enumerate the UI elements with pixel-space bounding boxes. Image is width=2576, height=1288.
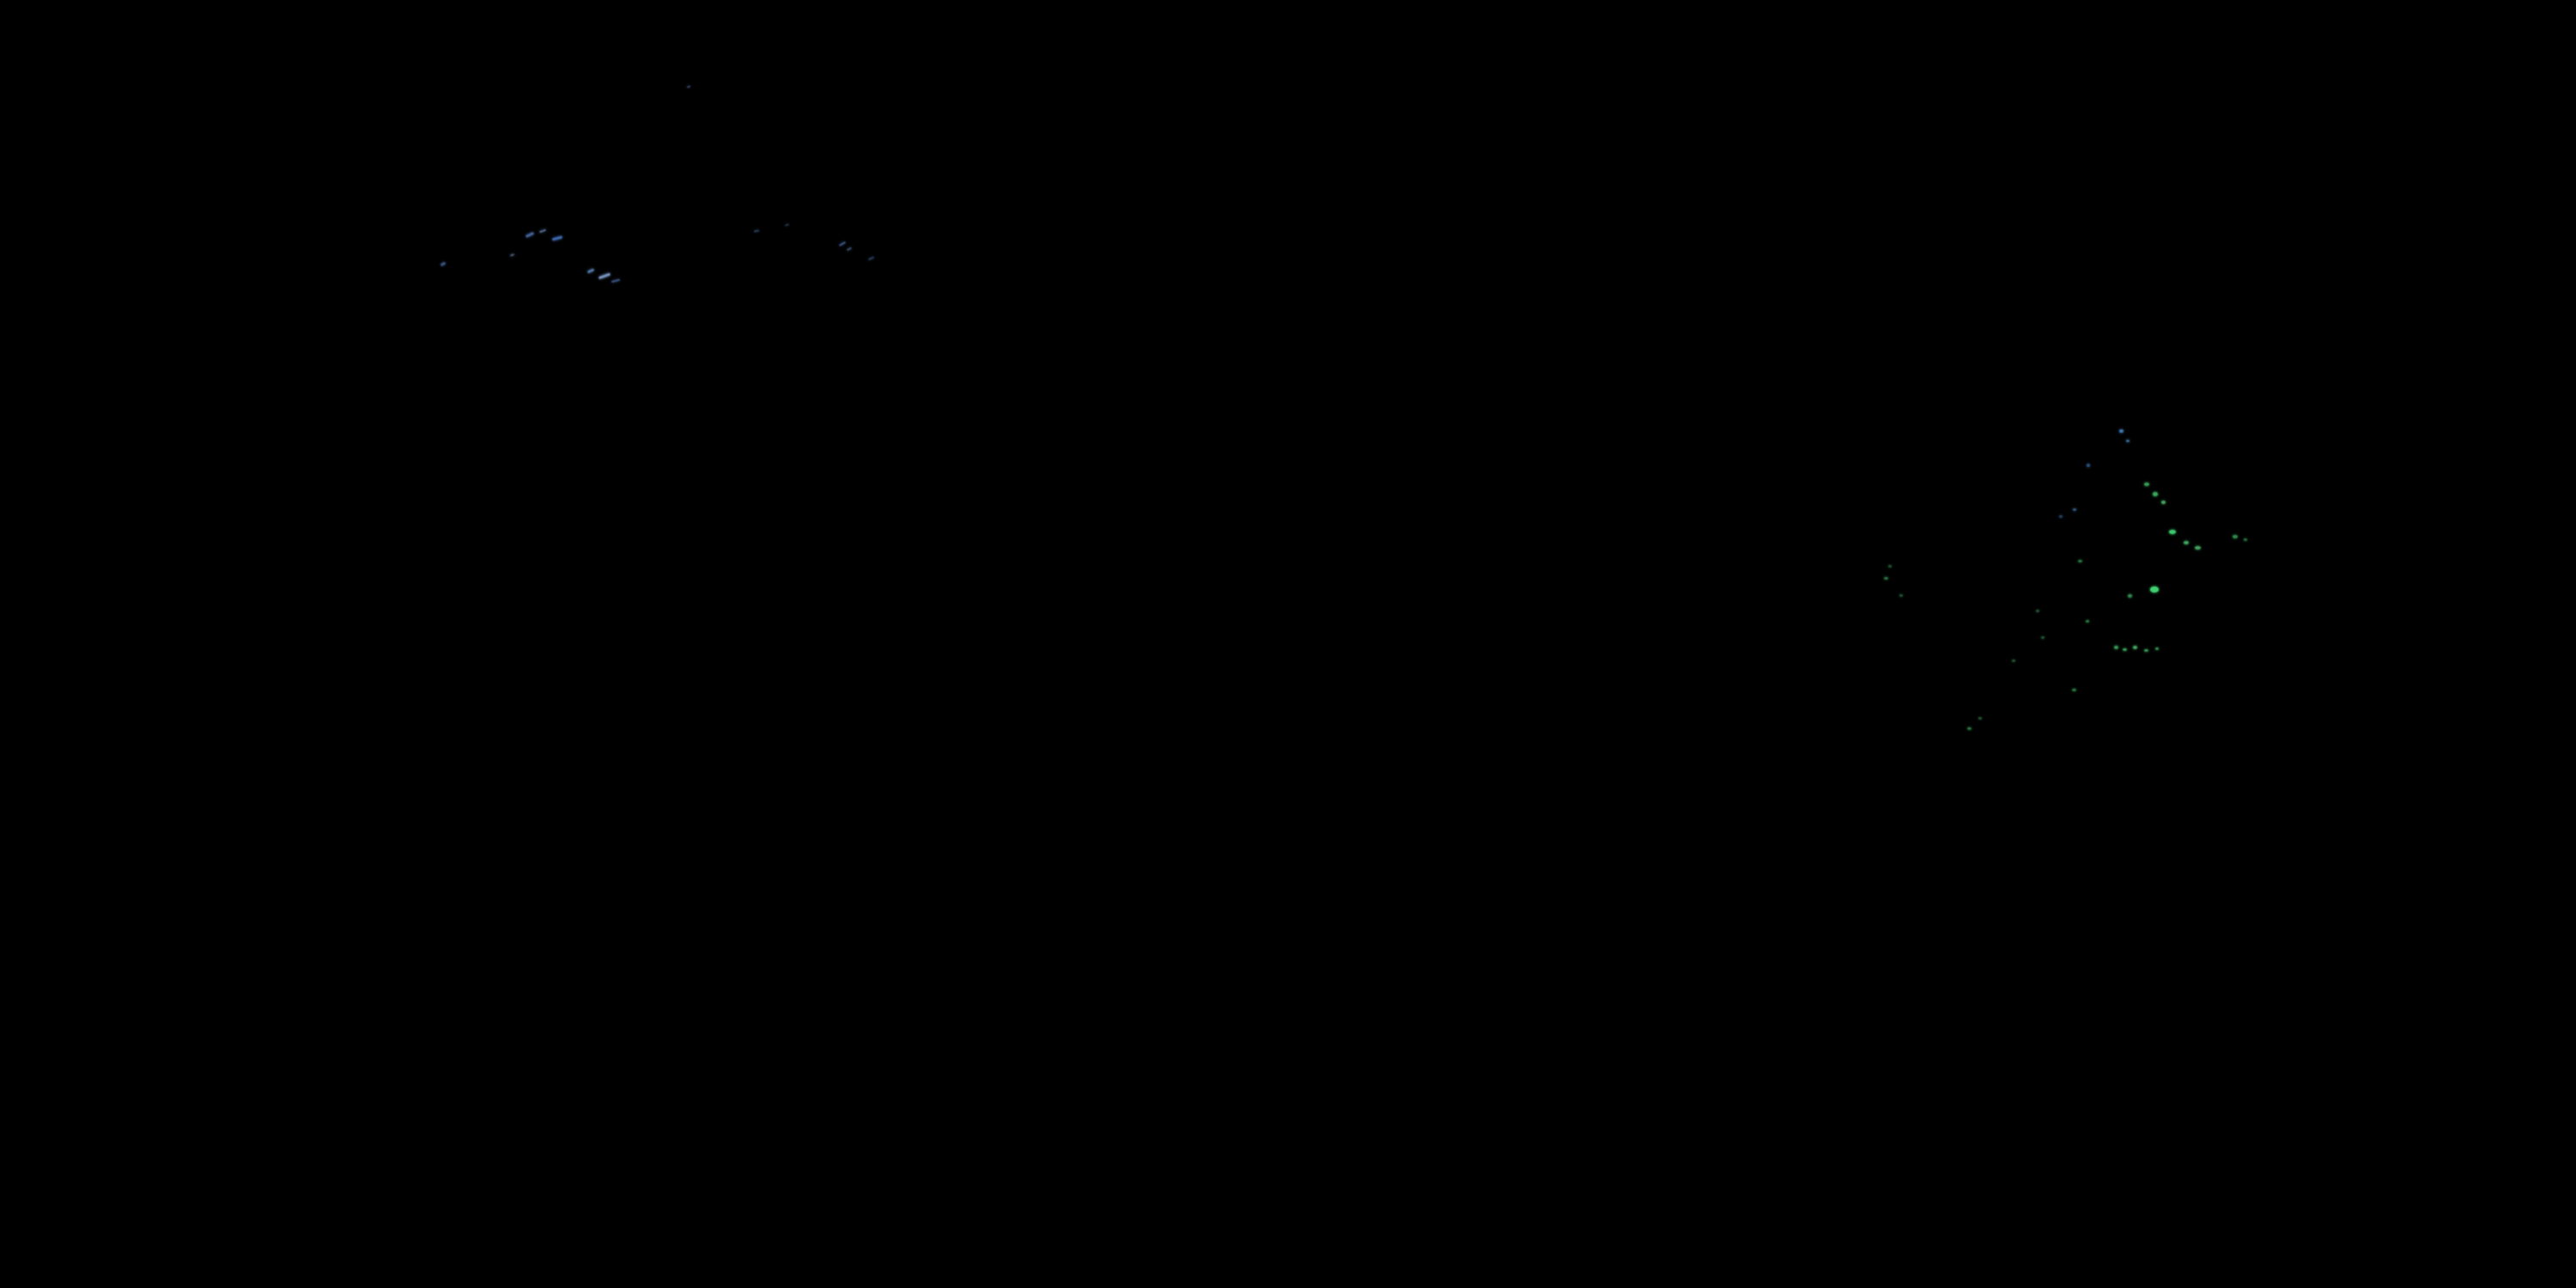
light-speck (2155, 647, 2159, 650)
light-speck (509, 253, 515, 257)
light-speck (2169, 530, 2176, 534)
light-speck (839, 241, 846, 246)
light-speck (1967, 727, 1971, 730)
light-speck (1884, 577, 1888, 580)
light-speck (867, 256, 875, 261)
light-speck (784, 223, 790, 227)
light-speck (2144, 649, 2148, 652)
light-speck (2126, 440, 2129, 442)
light-speck (551, 235, 563, 241)
light-speck (2072, 689, 2076, 691)
light-speck (2123, 648, 2127, 651)
light-speck (2184, 541, 2189, 544)
light-speck (2086, 620, 2089, 623)
light-speck (753, 229, 760, 233)
light-speck (2244, 538, 2247, 541)
light-speck (2128, 594, 2132, 598)
light-speck (1888, 565, 1892, 568)
light-speck (2087, 464, 2090, 467)
light-speck (1978, 717, 1982, 720)
light-speck (440, 261, 447, 267)
light-speck (686, 85, 691, 88)
light-speck (525, 232, 535, 238)
light-speck (1899, 594, 1903, 597)
light-speck (586, 268, 595, 274)
light-speck (598, 272, 611, 280)
light-speck (2233, 535, 2238, 538)
light-speck (2150, 586, 2159, 592)
light-speck (2161, 501, 2166, 504)
light-speck (2119, 429, 2123, 433)
light-speck (611, 278, 621, 283)
light-speck (2195, 546, 2201, 550)
light-speck (2153, 492, 2158, 496)
light-speck (538, 228, 547, 234)
light-speck (2078, 560, 2082, 562)
light-speck (2012, 659, 2015, 662)
light-speck (2036, 610, 2039, 612)
light-speck (2059, 515, 2063, 518)
light-speck (2041, 636, 2044, 639)
light-speck (2073, 508, 2076, 511)
light-speck (2133, 646, 2137, 649)
light-speck (2114, 646, 2118, 649)
light-speck (846, 246, 853, 252)
light-speck (2144, 483, 2149, 486)
